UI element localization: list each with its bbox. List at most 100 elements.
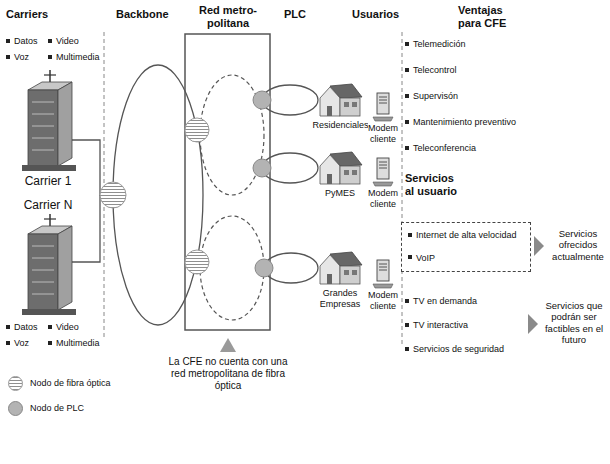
bullet-item: Video (48, 322, 79, 333)
bullet-item: Telemedición (405, 39, 466, 50)
bullet-square (48, 341, 52, 345)
node-text-line: Carrier N (10, 198, 86, 212)
bullet-item: Supervisón (405, 91, 458, 102)
bullet-square (405, 347, 409, 351)
client-modem: Modem cliente (363, 158, 403, 210)
bullet-square (6, 341, 10, 345)
list-item: Voz (14, 338, 29, 348)
column-label: Usuarios (352, 8, 399, 20)
client-modem: Modem cliente (363, 93, 403, 145)
text-label: Servicios que podrán ser factibles en el… (542, 300, 606, 346)
bullet-item: VoIP (408, 253, 524, 264)
node-label: Carrier 1 (25, 174, 72, 188)
text-label: La CFE no cuenta con una red metropolita… (163, 356, 293, 392)
bullet-square (48, 55, 52, 59)
bullet-square (6, 55, 10, 59)
node-text-line: Modem cliente (363, 290, 403, 312)
bullet-square (405, 323, 409, 327)
node-label: Modem cliente (368, 188, 398, 209)
text-label: Carriers (6, 8, 48, 21)
bullet-item: Teleconferencia (405, 143, 476, 154)
list-item: TV interactiva (413, 320, 468, 330)
legend-text: Nodo de fibra óptica (30, 378, 111, 388)
column-label: PLC (284, 8, 306, 20)
bullet-square (405, 146, 409, 150)
bullet-item: Multimedia (48, 52, 100, 63)
bullet-item: Datos (6, 36, 38, 47)
list-item: Telecontrol (413, 65, 457, 75)
user-house: PyMES (310, 150, 370, 199)
node-label: Modem cliente (368, 290, 398, 311)
text-label: Ventajas para CFE (458, 4, 520, 30)
node-text-line: Grandes Empresas (310, 288, 370, 310)
bullet-item: Multimedia (48, 338, 100, 349)
legend-swatch (8, 376, 23, 391)
bullet-item: Internet de alta velocidad (408, 230, 524, 241)
service-item: Internet de alta velocidad (416, 230, 517, 240)
bullet-square (405, 42, 409, 46)
carrier-building: Carrier 1 (10, 70, 86, 188)
node-text-line: Modem cliente (363, 188, 403, 210)
node-label: PyMES (325, 188, 355, 198)
user-house: Residenciales (310, 82, 371, 131)
column-label: Servicios al usuario (405, 172, 457, 197)
node-text-line: Carrier 1 (10, 174, 86, 188)
list-item: Mantenimiento preventivo (413, 117, 516, 127)
bullet-square (48, 39, 52, 43)
list-item: Telemedición (413, 39, 466, 49)
bullet-square (405, 299, 409, 303)
text-label: Servicios al usuario (405, 172, 463, 198)
column-label: Red metro- politana (199, 4, 257, 29)
text-label: Backbone (116, 8, 169, 21)
column-label: Servicios que podrán ser factibles en el… (545, 300, 603, 345)
legend-row: Nodo de PLC (8, 401, 84, 416)
list-item: Video (56, 36, 79, 46)
column-label: Carriers (6, 8, 48, 20)
list-item: Datos (14, 322, 38, 332)
user-house: Grandes Empresas (310, 250, 370, 310)
bullet-item: Servicios de seguridad (405, 344, 504, 355)
column-label: Ventajas para CFE (458, 4, 506, 29)
legend-swatch (8, 401, 23, 416)
column-label: Backbone (116, 8, 169, 20)
bullet-square (6, 325, 10, 329)
carrier-building: Carrier N (10, 198, 86, 212)
node-label: Residenciales (312, 120, 368, 130)
column-label: Servicios ofrecidos actualmente (552, 228, 604, 262)
node-text-line: PyMES (310, 188, 370, 199)
node-text-line: Modem cliente (363, 123, 403, 145)
legend-text: Nodo de PLC (30, 403, 84, 413)
list-item: Servicios de seguridad (413, 344, 504, 354)
bullet-item: Voz (6, 338, 29, 349)
column-label: La CFE no cuenta con una red metropolita… (169, 356, 288, 391)
list-item: Multimedia (56, 52, 100, 62)
bullet-square (6, 39, 10, 43)
list-item: Voz (14, 52, 29, 62)
legend-row: Nodo de fibra óptica (8, 376, 111, 391)
current-services-box: Internet de alta velocidadVoIP (401, 222, 531, 272)
bullet-square (48, 325, 52, 329)
bullet-item: Video (48, 36, 79, 47)
list-item: Teleconferencia (413, 143, 476, 153)
list-item: Multimedia (56, 338, 100, 348)
bullet-item: Mantenimiento preventivo (405, 117, 516, 128)
text-label: Servicios ofrecidos actualmente (548, 228, 608, 262)
node-text-line: Residenciales (310, 120, 371, 131)
text-label: Usuarios (352, 8, 399, 21)
list-item: TV en demanda (413, 296, 477, 306)
text-label: Red metro- politana (196, 4, 260, 30)
bullet-square (408, 255, 412, 259)
list-item: Datos (14, 36, 38, 46)
text-label: PLC (284, 8, 306, 21)
bullet-item: Datos (6, 322, 38, 333)
node-label: Carrier N (24, 198, 73, 212)
list-item: Supervisón (413, 91, 458, 101)
bullet-square (405, 68, 409, 72)
service-item: VoIP (416, 253, 435, 263)
bullet-square (408, 233, 412, 237)
bullet-item: TV en demanda (405, 296, 477, 307)
node-label: Modem cliente (368, 123, 398, 144)
bullet-item: Telecontrol (405, 65, 457, 76)
bullet-square (405, 94, 409, 98)
